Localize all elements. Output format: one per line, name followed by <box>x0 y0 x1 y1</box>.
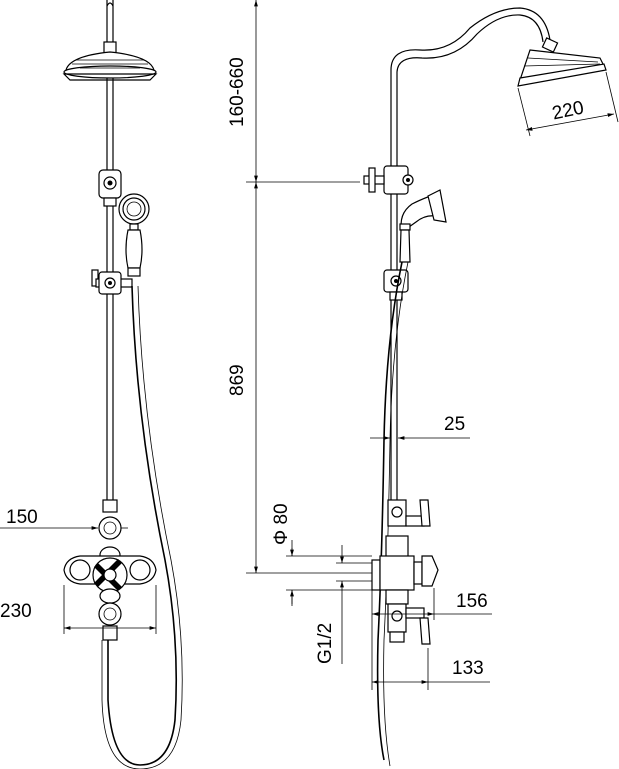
dim-25-label: 25 <box>444 414 465 435</box>
dim-133: 133 <box>371 624 490 690</box>
front-shower-head <box>62 41 158 81</box>
dim-220: 220 <box>517 71 619 137</box>
dim-g12: G1/2 <box>315 545 372 664</box>
dim-g12-label: G1/2 <box>315 623 336 664</box>
front-view: 150 230 <box>0 0 183 769</box>
front-riser <box>106 0 114 500</box>
side-slider-bracket <box>363 165 414 195</box>
dim-phi-80-label: Φ 80 <box>271 503 292 545</box>
dim-230-label: 230 <box>0 601 32 622</box>
dim-160-660-label: 160-660 <box>227 57 248 127</box>
dim-160-660: 160-660 <box>227 0 360 183</box>
side-gooseneck <box>390 7 551 500</box>
front-slider-bracket <box>98 169 122 207</box>
dim-phi-80: Φ 80 <box>271 503 372 606</box>
front-hose <box>101 285 183 769</box>
dim-156-label: 156 <box>456 591 488 612</box>
side-valve <box>371 499 439 645</box>
dim-156: 156 <box>371 588 492 624</box>
front-hand-shower <box>118 193 150 277</box>
dim-25: 25 <box>370 414 470 440</box>
dim-150: 150 <box>0 507 128 530</box>
front-holder-bracket <box>91 269 133 295</box>
front-valve <box>63 499 157 641</box>
side-view: 220 <box>227 0 619 767</box>
dim-869: 869 <box>227 182 372 574</box>
side-hand-shower <box>399 189 447 263</box>
dim-869-label: 869 <box>227 364 248 396</box>
dim-133-label: 133 <box>452 658 484 679</box>
side-shower-head <box>517 37 607 87</box>
dim-150-label: 150 <box>6 507 38 528</box>
dim-230: 230 <box>0 585 157 634</box>
